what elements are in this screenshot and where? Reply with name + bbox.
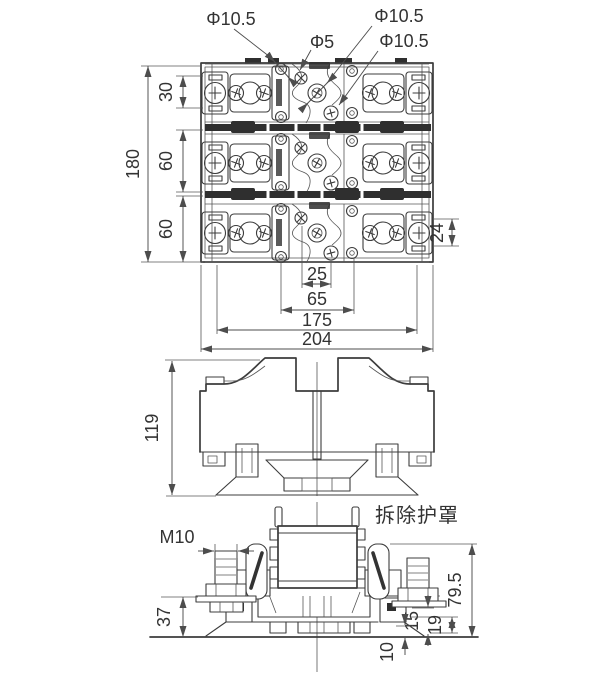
dim-overall-width: 204: [302, 329, 332, 349]
fuse-link: [269, 506, 366, 589]
dim-slot-spacing: 65: [307, 289, 327, 309]
dim-terminal-height: 24: [427, 223, 447, 243]
dim-total-height: 79.5: [445, 572, 465, 607]
pole-row: [202, 132, 432, 193]
hole-label-phi5: Φ5: [310, 32, 334, 52]
hole-label-phi10-5-center: Φ10.5: [374, 6, 423, 26]
dim-foot-height: 10: [377, 642, 397, 662]
mounting-stud-left: [195, 550, 257, 613]
pole-row: [202, 62, 432, 123]
hole-callouts: Φ10.5 Φ5 Φ10.5 Φ10.5: [206, 6, 429, 114]
caption-cover-removed: 拆除护罩: [375, 504, 459, 527]
hole-label-phi10-5-lower: Φ10.5: [379, 31, 428, 51]
dim-stud-thread: M10: [159, 527, 194, 547]
dim-stud-height: 37: [154, 607, 174, 627]
pole-row: [202, 202, 432, 263]
dim-step-a: 19: [425, 615, 445, 635]
top-view-dimensions: 180 30 60 60 24 25 65 175 204: [123, 65, 459, 353]
dim-mounting-span: 175: [302, 310, 332, 330]
dim-terminal-width: 30: [156, 82, 176, 102]
side-view: 119: [142, 357, 435, 497]
top-view: [200, 58, 434, 263]
dim-hole-spacing: 25: [307, 264, 327, 284]
busbar-band: [205, 188, 431, 200]
dim-pole-pitch-1: 60: [156, 151, 176, 171]
busbar-band: [205, 121, 431, 133]
front-view: 拆除护罩: [149, 502, 479, 672]
front-view-dimensions: M10 37 79.5 19 15 10: [154, 527, 477, 662]
dim-pole-pitch-2: 60: [156, 219, 176, 239]
dim-overall-height: 180: [123, 149, 143, 179]
mounting-stud-right: [391, 557, 447, 608]
hole-label-phi10-5-left: Φ10.5: [206, 9, 255, 29]
dim-side-height: 119: [142, 414, 162, 443]
